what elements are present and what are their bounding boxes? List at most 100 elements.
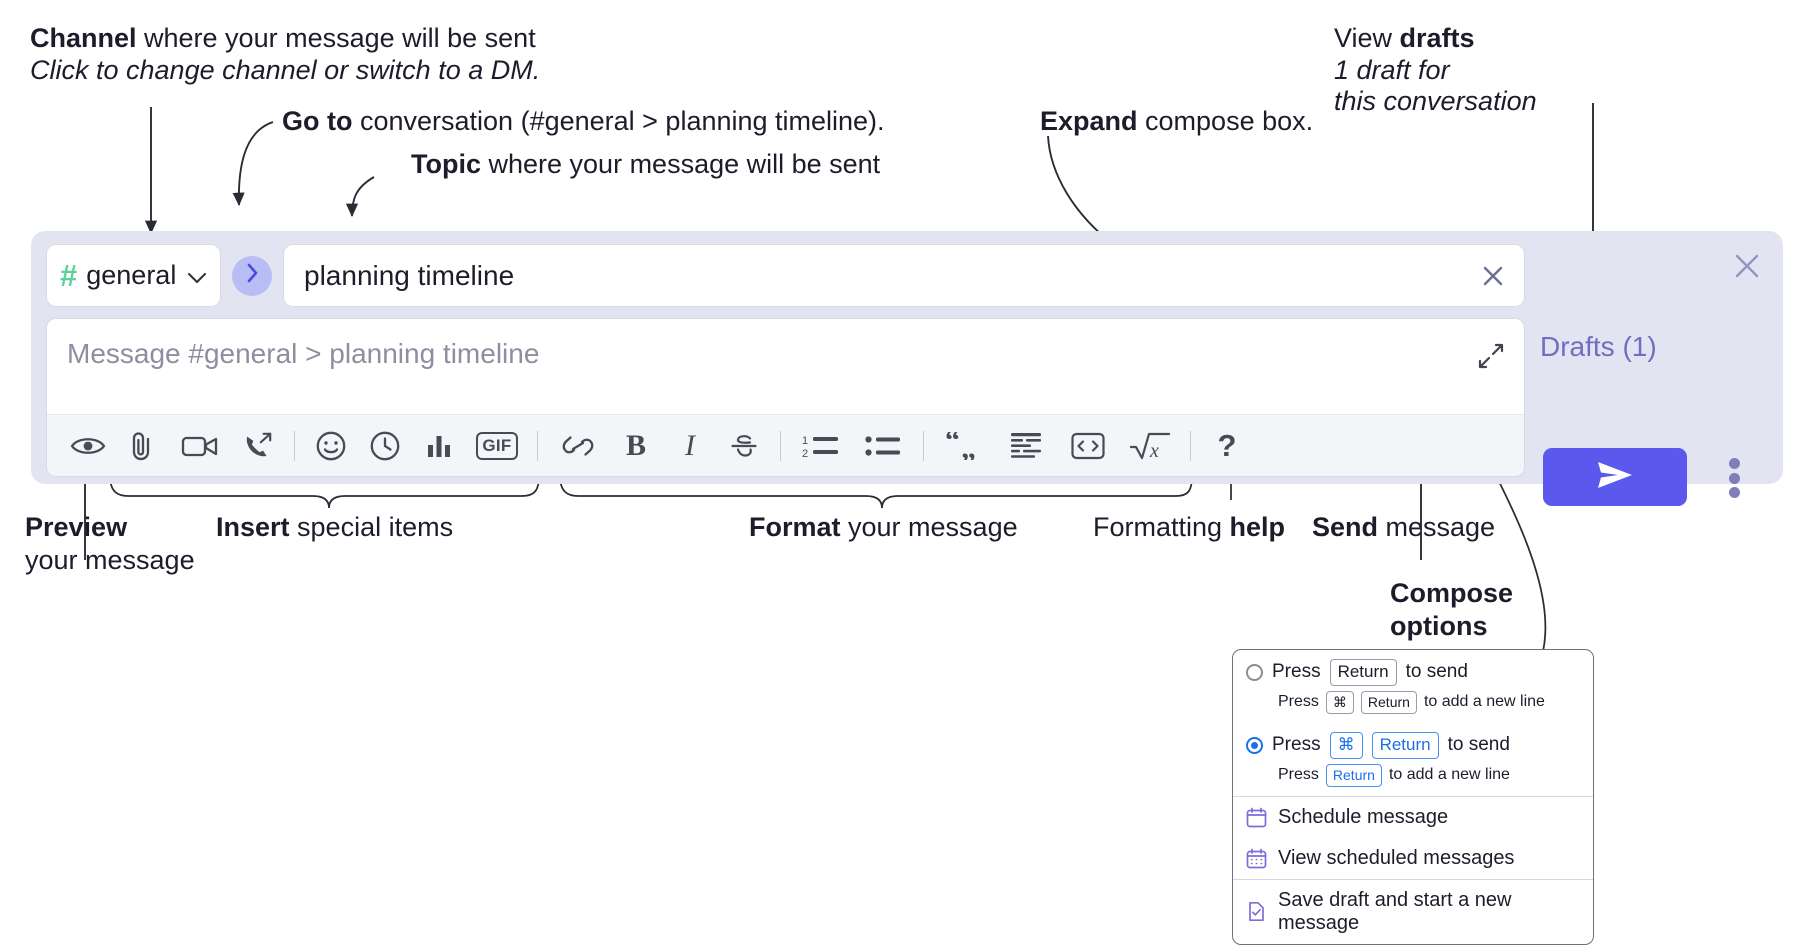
ordered-list-button[interactable]: 1 2 bbox=[790, 419, 852, 473]
italic-button[interactable]: I bbox=[663, 419, 717, 473]
topic-value: planning timeline bbox=[304, 259, 515, 291]
math-button[interactable]: x bbox=[1119, 419, 1181, 473]
chevron-right-icon bbox=[246, 263, 259, 288]
annotation-insert: Insert special items bbox=[216, 512, 453, 544]
annotation-channel-bold: Channel bbox=[30, 23, 137, 53]
separator-2 bbox=[537, 430, 538, 461]
separator-3 bbox=[780, 430, 781, 461]
radio-unselected-icon[interactable] bbox=[1246, 663, 1263, 681]
separator-4 bbox=[923, 430, 924, 461]
annotation-format-bold: Format bbox=[749, 512, 841, 542]
annotation-compose-options-l2: options bbox=[1390, 611, 1487, 643]
menu-divider-1 bbox=[1233, 795, 1593, 797]
link-button[interactable] bbox=[547, 419, 609, 473]
annotation-compose-options-bold2: options bbox=[1390, 611, 1488, 641]
send-option-1-sub-press: Press bbox=[1278, 693, 1319, 711]
svg-text:“: “ bbox=[945, 432, 960, 457]
svg-text:1: 1 bbox=[802, 435, 808, 447]
annotation-expand-bold: Expand bbox=[1040, 106, 1138, 136]
question-mark-label: ? bbox=[1217, 427, 1237, 463]
drafts-link[interactable]: Drafts (1) bbox=[1540, 331, 1657, 362]
annotation-drafts: View drafts bbox=[1334, 23, 1475, 55]
preview-button[interactable] bbox=[61, 419, 115, 473]
annotation-goto-bold: Go to bbox=[282, 106, 353, 136]
send-option-2-key-return: Return bbox=[1371, 731, 1439, 759]
code-block-button[interactable] bbox=[995, 419, 1057, 473]
bold-button[interactable]: B bbox=[609, 419, 663, 473]
annotation-insert-rest: special items bbox=[289, 512, 454, 542]
menu-item-save-draft-label: Save draft and start a new message bbox=[1278, 888, 1512, 934]
blockquote-button[interactable]: “ „ bbox=[933, 419, 995, 473]
annotation-drafts-plain: View bbox=[1334, 23, 1400, 53]
menu-item-save-draft[interactable]: Save draft and start a new message bbox=[1233, 880, 1593, 944]
send-button[interactable] bbox=[1543, 448, 1687, 506]
send-option-1-action: to send bbox=[1405, 661, 1468, 683]
annotation-formatting-help-bold: help bbox=[1229, 512, 1286, 542]
chevron-down-icon bbox=[187, 260, 207, 291]
compose-inner: # general planning timeline Message #gen… bbox=[47, 245, 1524, 476]
reminder-button[interactable] bbox=[358, 419, 412, 473]
annotation-preview-bold: Preview bbox=[25, 512, 128, 542]
annotation-drafts-bold: drafts bbox=[1399, 23, 1475, 53]
annotation-channel-title: Channel where your message will be sent bbox=[30, 23, 536, 55]
channel-selector[interactable]: # general bbox=[47, 245, 220, 306]
annotation-send: Send message bbox=[1312, 512, 1495, 544]
annotation-goto: Go to conversation (#general > planning … bbox=[282, 106, 885, 138]
message-input[interactable]: Message #general > planning timeline bbox=[67, 338, 540, 369]
annotation-expand: Expand compose box. bbox=[1040, 106, 1313, 138]
svg-text:2: 2 bbox=[802, 448, 808, 459]
formatting-toolbar: GIF B I bbox=[47, 414, 1524, 476]
send-option-row-2[interactable]: Press ⌘ Return to send bbox=[1233, 723, 1593, 759]
annotation-drafts-line2: 1 draft for bbox=[1334, 55, 1450, 85]
annotation-format-rest: your message bbox=[840, 512, 1018, 542]
gif-label: GIF bbox=[476, 431, 518, 460]
italic-label: I bbox=[685, 428, 695, 462]
huddle-button[interactable] bbox=[231, 419, 285, 473]
annotation-preview: Preview bbox=[25, 512, 127, 544]
annotation-goto-rest: conversation (#general > planning timeli… bbox=[352, 106, 885, 136]
bulleted-list-button[interactable] bbox=[852, 419, 914, 473]
compose-header-row: # general planning timeline bbox=[47, 245, 1524, 306]
send-option-row-1[interactable]: Press Return to send bbox=[1233, 650, 1593, 686]
poll-button[interactable] bbox=[412, 419, 466, 473]
calendar-clock-icon bbox=[1246, 807, 1267, 828]
send-option-sub-2: Press Return to add a new line bbox=[1233, 759, 1593, 796]
send-option-2-sub-key-return: Return bbox=[1325, 763, 1382, 787]
svg-text:x: x bbox=[1149, 440, 1159, 462]
annotation-send-bold: Send bbox=[1312, 512, 1379, 542]
radio-selected-icon[interactable] bbox=[1246, 736, 1263, 754]
annotation-compose-options-bold1: Compose bbox=[1390, 578, 1514, 608]
video-clip-button[interactable] bbox=[169, 419, 231, 473]
annotation-formatting-help-plain: Formatting bbox=[1093, 512, 1230, 542]
send-option-2-sub-press: Press bbox=[1278, 766, 1319, 784]
topic-clear-icon[interactable] bbox=[1478, 261, 1508, 291]
annotation-channel-rest: where your message will be sent bbox=[136, 23, 536, 53]
annotation-topic: Topic where your message will be sent bbox=[411, 149, 880, 181]
separator-5 bbox=[1190, 430, 1191, 461]
annotation-preview-line2: your message bbox=[25, 545, 195, 575]
go-to-conversation-button[interactable] bbox=[232, 255, 272, 296]
formatting-help-button[interactable]: ? bbox=[1200, 419, 1254, 473]
calendar-grid-icon bbox=[1246, 848, 1267, 869]
annotation-insert-bold: Insert bbox=[216, 512, 290, 542]
code-button[interactable] bbox=[1057, 419, 1119, 473]
annotation-send-rest: message bbox=[1378, 512, 1496, 542]
menu-item-schedule-message[interactable]: Schedule message bbox=[1233, 797, 1593, 838]
topic-field[interactable]: planning timeline bbox=[284, 245, 1524, 306]
compose-options-button[interactable] bbox=[1717, 455, 1751, 501]
send-option-1-press: Press bbox=[1272, 661, 1321, 683]
strikethrough-button[interactable] bbox=[717, 419, 771, 473]
more-vertical-dot-1 bbox=[1728, 458, 1740, 469]
send-paper-plane-icon bbox=[1592, 458, 1638, 497]
gif-button[interactable]: GIF bbox=[466, 419, 528, 473]
emoji-button[interactable] bbox=[304, 419, 358, 473]
more-vertical-dot-2 bbox=[1728, 472, 1740, 484]
compose-options-menu: Press Return to send Press ⌘ Return to a… bbox=[1232, 649, 1594, 945]
annotation-format: Format your message bbox=[749, 512, 1018, 544]
menu-item-view-scheduled[interactable]: View scheduled messages bbox=[1233, 838, 1593, 879]
expand-compose-icon[interactable] bbox=[1476, 341, 1506, 376]
close-compose-icon[interactable] bbox=[1730, 249, 1764, 288]
attach-button[interactable] bbox=[115, 419, 169, 473]
annotation-drafts-line3: this conversation bbox=[1334, 86, 1537, 116]
file-check-icon bbox=[1246, 901, 1267, 922]
